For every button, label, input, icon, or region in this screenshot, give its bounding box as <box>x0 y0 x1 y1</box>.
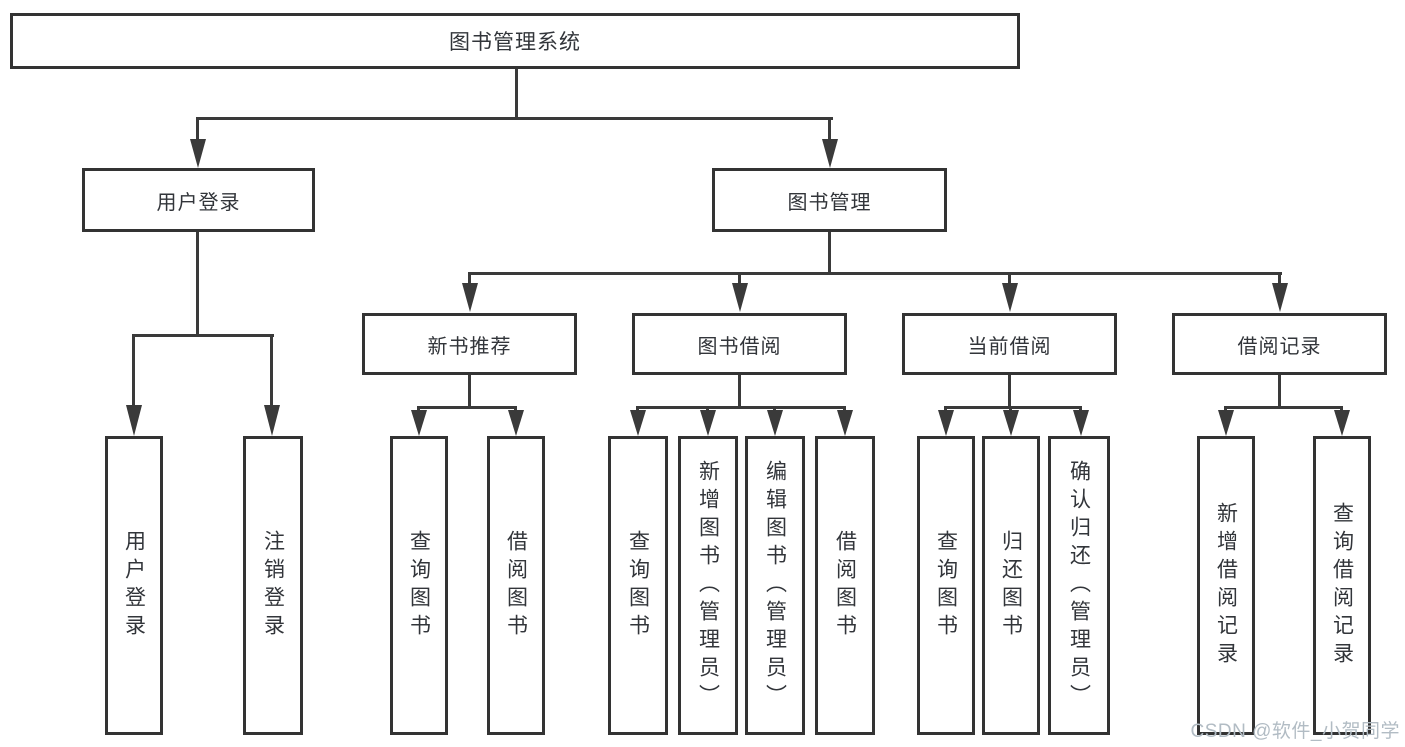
node-new-book-recommendation: 新书推荐 <box>362 313 577 375</box>
leaf-logout: 注销登录 <box>243 436 303 735</box>
leaf-user-login: 用户登录 <box>105 436 163 735</box>
connector-line <box>132 334 135 408</box>
node-current-borrowing: 当前借阅 <box>902 313 1117 375</box>
leaf-label: 用户登录 <box>122 529 146 642</box>
arrowhead-down-icon <box>190 139 206 168</box>
arrowhead-down-icon <box>732 283 748 312</box>
arrowhead-down-icon <box>462 283 478 312</box>
connector-line <box>1008 375 1011 409</box>
arrowhead-down-icon <box>126 405 142 436</box>
arrowhead-down-icon <box>767 410 783 436</box>
leaf-label: 归还图书 <box>999 529 1023 642</box>
leaf-query-books-recommend: 查询图书 <box>390 436 448 735</box>
leaf-add-books-admin: 新增图书（管理员） <box>678 436 738 735</box>
connector-line <box>1278 375 1281 409</box>
leaf-edit-books-admin: 编辑图书（管理员） <box>745 436 805 735</box>
leaf-label: 查询借阅记录 <box>1330 501 1354 670</box>
node-library-management-system: 图书管理系统 <box>10 13 1020 69</box>
leaf-label: 查询图书 <box>934 529 958 642</box>
node-book-borrowing: 图书借阅 <box>632 313 847 375</box>
arrowhead-down-icon <box>1218 410 1234 436</box>
leaf-label: 查询图书 <box>407 529 431 642</box>
connector-line <box>197 117 833 120</box>
connector-line <box>270 334 273 408</box>
node-borrowing-records: 借阅记录 <box>1172 313 1387 375</box>
connector-line <box>196 117 199 141</box>
arrowhead-down-icon <box>630 410 646 436</box>
connector-line <box>828 232 831 275</box>
connector-line <box>468 272 471 286</box>
arrowhead-down-icon <box>938 410 954 436</box>
arrowhead-down-icon <box>1002 283 1018 312</box>
leaf-confirm-return-admin: 确认归还（管理员） <box>1048 436 1110 735</box>
node-label: 图书借阅 <box>697 335 782 358</box>
arrowhead-down-icon <box>1334 410 1350 436</box>
csdn-watermark: CSDN @软件_小贺同学 <box>1190 721 1400 742</box>
leaf-query-books-current: 查询图书 <box>917 436 975 735</box>
leaf-label: 借阅图书 <box>504 529 528 642</box>
leaf-query-borrow-record: 查询借阅记录 <box>1313 436 1371 735</box>
connector-line <box>468 375 471 409</box>
node-label: 当前借阅 <box>967 335 1052 358</box>
leaf-borrow-books-recommend: 借阅图书 <box>487 436 545 735</box>
node-book-management: 图书管理 <box>712 168 947 232</box>
connector-line <box>133 334 274 337</box>
arrowhead-down-icon <box>1003 410 1019 436</box>
arrowhead-down-icon <box>837 410 853 436</box>
connector-line <box>738 272 741 286</box>
connector-line <box>1008 272 1011 286</box>
connector-line <box>469 272 1282 275</box>
node-user-login: 用户登录 <box>82 168 315 232</box>
arrowhead-down-icon <box>508 410 524 436</box>
connector-line <box>196 232 199 337</box>
leaf-label: 注销登录 <box>261 529 285 642</box>
node-label: 用户登录 <box>156 191 241 214</box>
leaf-label: 新增借阅记录 <box>1214 501 1238 670</box>
leaf-borrow-books: 借阅图书 <box>815 436 875 735</box>
connector-line <box>637 406 846 409</box>
arrowhead-down-icon <box>411 410 427 436</box>
node-label: 借阅记录 <box>1237 335 1322 358</box>
node-label: 新书推荐 <box>427 335 512 358</box>
node-label: 图书管理系统 <box>449 31 581 54</box>
connector-line <box>1225 406 1343 409</box>
arrowhead-down-icon <box>1073 410 1089 436</box>
leaf-label: 新增图书（管理员） <box>696 459 720 712</box>
arrowhead-down-icon <box>1272 283 1288 312</box>
connector-line <box>828 117 831 141</box>
connector-line <box>945 406 1082 409</box>
leaf-label: 借阅图书 <box>833 529 857 642</box>
node-label: 图书管理 <box>787 191 872 214</box>
connector-line <box>738 375 741 409</box>
leaf-add-borrow-record: 新增借阅记录 <box>1197 436 1255 735</box>
connector-line <box>515 69 518 120</box>
leaf-return-books: 归还图书 <box>982 436 1040 735</box>
connector-line <box>418 406 517 409</box>
leaf-label: 编辑图书（管理员） <box>763 459 787 712</box>
arrowhead-down-icon <box>822 139 838 168</box>
leaf-label: 查询图书 <box>626 529 650 642</box>
arrowhead-down-icon <box>700 410 716 436</box>
connector-line <box>1278 272 1281 286</box>
leaf-query-books-borrowing: 查询图书 <box>608 436 668 735</box>
arrowhead-down-icon <box>264 405 280 436</box>
leaf-label: 确认归还（管理员） <box>1067 459 1091 712</box>
